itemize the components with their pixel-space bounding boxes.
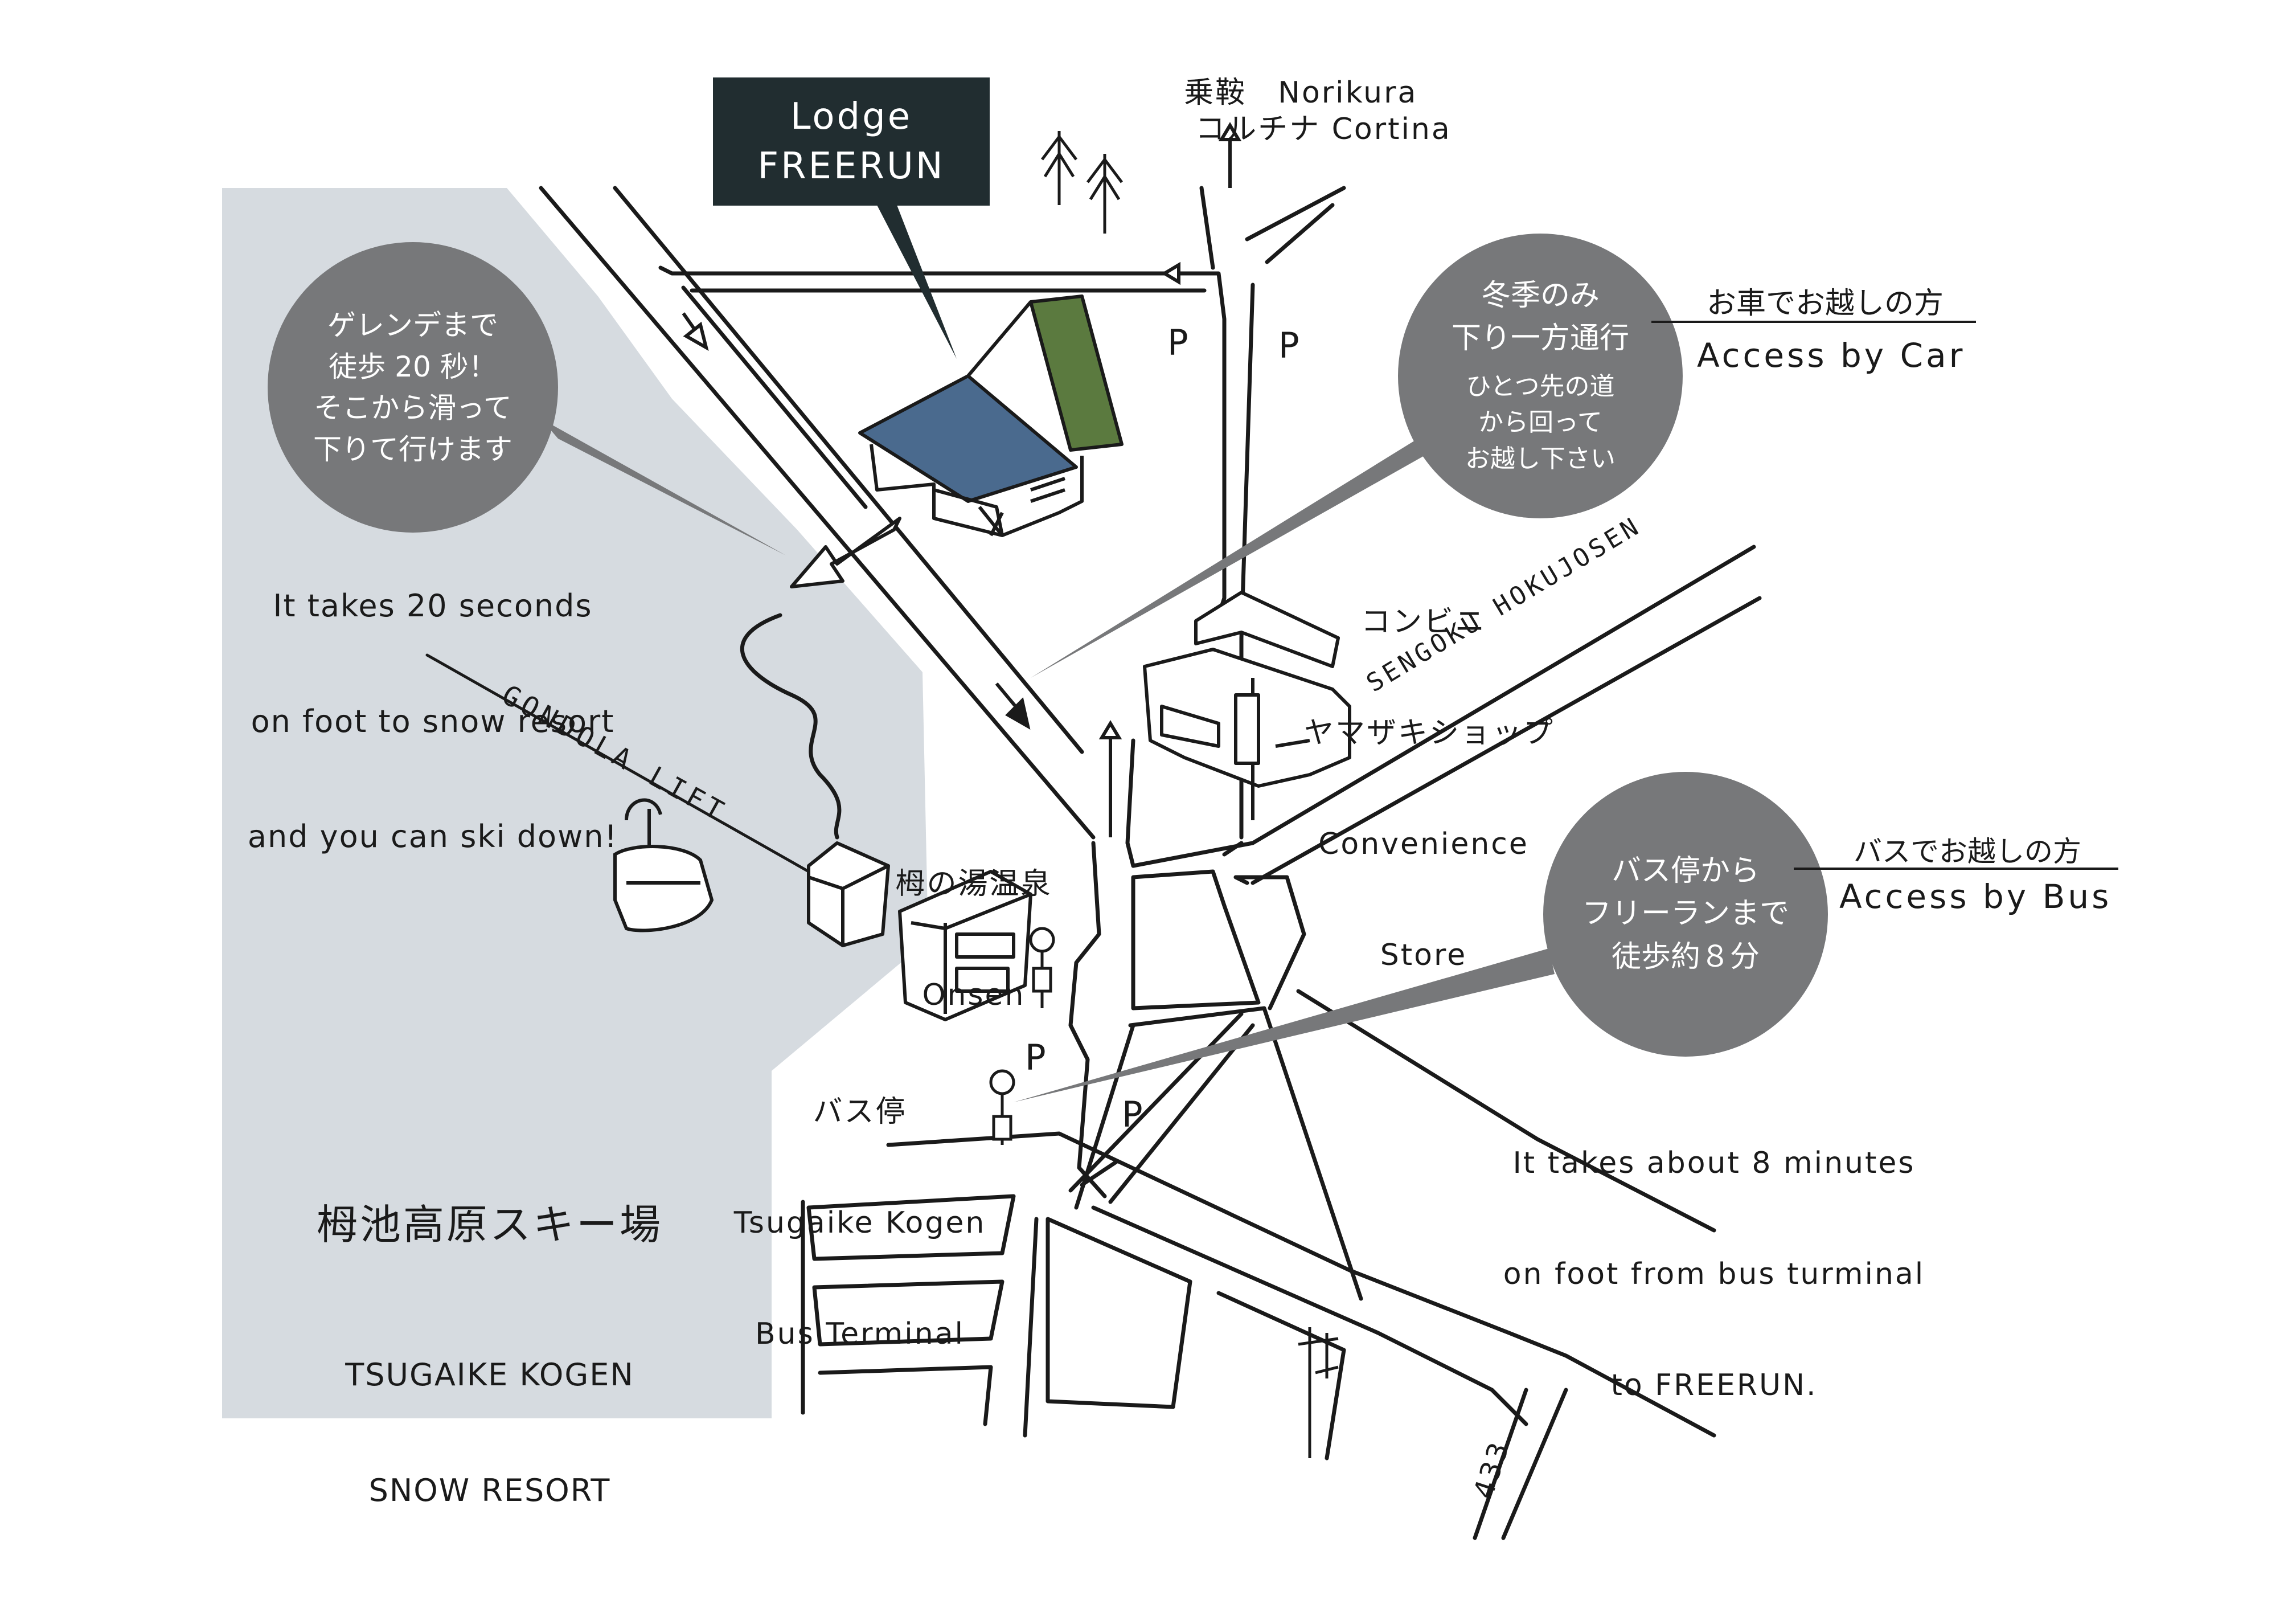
convenience-line4: Store (1380, 938, 1467, 972)
convenience-store-building (1143, 591, 1351, 820)
ski-caption-line2: on foot to snow resort (251, 703, 615, 739)
ski-caption: It takes 20 seconds on foot to snow reso… (233, 510, 632, 894)
one-way-arrow-icon (682, 261, 1213, 351)
parking-marker: P (1025, 1037, 1047, 1078)
car-bubble-line3: ひとつ先の道 (1466, 371, 1615, 401)
ski-bubble-line3: そこから滑って (314, 391, 512, 424)
bus-caption: It takes about 8 minutes on foot from bu… (1458, 1071, 1970, 1441)
bus-caption-line3: to FREERUN. (1610, 1368, 1818, 1402)
car-heading-jp: お車でお越しの方 (1706, 287, 1944, 321)
shrine-gate-icon (1298, 1327, 1339, 1458)
bus-stop-line2: Tsugaike Kogen (733, 1206, 986, 1240)
ski-caption-line3: and you can ski down! (247, 819, 618, 854)
car-heading-en: Access by Car (1697, 336, 1966, 375)
bus-caption-line2: on foot from bus turminal (1503, 1257, 1925, 1291)
car-info-bubble: 冬季のみ 下り一方通行 ひとつ先の道 から回って お越し下さい (1398, 234, 1683, 518)
bus-stop-line3: Bus Terminal (755, 1317, 965, 1351)
bus-stop-sign-icon (989, 927, 1055, 1145)
lodge-name-line2: FREERUN (757, 145, 945, 187)
onsen-line2: Onsen (922, 978, 1026, 1012)
bus-heading-jp: バスでお越しの方 (1854, 835, 2081, 868)
norikura-line1: 乗鞍 Norikura (1184, 76, 1418, 110)
convenience-line3: Convenience (1318, 827, 1529, 861)
gondola-cabin-icon (613, 798, 714, 932)
norikura-line2: コルチナ Cortina (1195, 112, 1452, 146)
onsen-line1: 栂の湯温泉 (895, 867, 1052, 901)
bus-heading-rule (1794, 868, 2118, 870)
convenience-line2: ヤマザキショップ (1304, 716, 1555, 750)
resort-line2: SNOW RESORT (368, 1472, 611, 1508)
onsen-building (898, 870, 1032, 1021)
bus-bubble-pointer (1014, 948, 1555, 1102)
bus-heading-en: Access by Bus (1839, 877, 2112, 916)
ski-bubble-line1: ゲレンデまで (327, 309, 498, 342)
ski-caption-line1: It takes 20 seconds (273, 588, 593, 624)
car-bubble-line2: 下り一方通行 (1451, 321, 1629, 356)
bus-stop-label: バス停 Tsugaike Kogen Bus Terminal (723, 1020, 997, 1390)
resort-name-jp: 栂池高原スキー場 (316, 1201, 663, 1249)
lodge-pointer (877, 205, 957, 359)
parking-marker: P (1167, 322, 1189, 363)
car-bubble-line5: お越し下さい (1465, 444, 1616, 474)
cortina-label: コルチナ Cortina (1173, 74, 1452, 148)
ski-bubble-pointer (541, 419, 786, 555)
car-bubble-line4: から回って (1478, 408, 1602, 437)
onsen-label: 栂の湯温泉 Onsen (888, 792, 1059, 1051)
ski-info-bubble: ゲレンデまで 徒歩 20 秒！ そこから滑って 下りて行けます (268, 242, 558, 533)
bus-info-bubble: バス停から フリーランまで 徒歩約８分 (1543, 772, 1828, 1057)
norikura-label: 乗鞍 Norikura (1162, 38, 1417, 112)
parking-marker: P (1122, 1094, 1143, 1135)
car-bubble-pointer (1031, 439, 1429, 678)
car-bubble-line1: 冬季のみ (1481, 278, 1600, 313)
bus-bubble-line2: フリーランまで (1581, 897, 1789, 931)
lodge-label: Lodge FREERUN (713, 77, 990, 206)
arrow-up-icon (1098, 122, 1242, 837)
bus-caption-line1: It takes about 8 minutes (1512, 1146, 1916, 1180)
bus-stop-line1: バス停 (813, 1095, 907, 1129)
one-way-arrow-icon (995, 682, 1031, 730)
convenience-line1: コンビニ (1360, 605, 1486, 639)
parking-marker: P (1278, 325, 1300, 366)
ski-bubble-line4: 下りて行けます (313, 432, 512, 466)
lodge-name-line1: Lodge (790, 96, 913, 138)
car-heading-rule (1651, 321, 1976, 323)
convenience-label: コンビニ ヤマザキショップ Convenience Store (1304, 530, 1555, 1011)
tree-icon (1041, 131, 1123, 234)
bus-bubble-line3: 徒歩約８分 (1611, 939, 1760, 974)
lodge-building (858, 294, 1124, 537)
resort-name-en: TSUGAIKE KOGEN SNOW RESORT (268, 1279, 712, 1548)
ski-bubble-line2: 徒歩 20 秒！ (329, 350, 497, 383)
small-building (807, 841, 890, 947)
bus-bubble-line1: バス停から (1611, 853, 1760, 888)
resort-line1: TSUGAIKE KOGEN (345, 1357, 634, 1393)
ski-down-arrow-icon (790, 517, 901, 588)
